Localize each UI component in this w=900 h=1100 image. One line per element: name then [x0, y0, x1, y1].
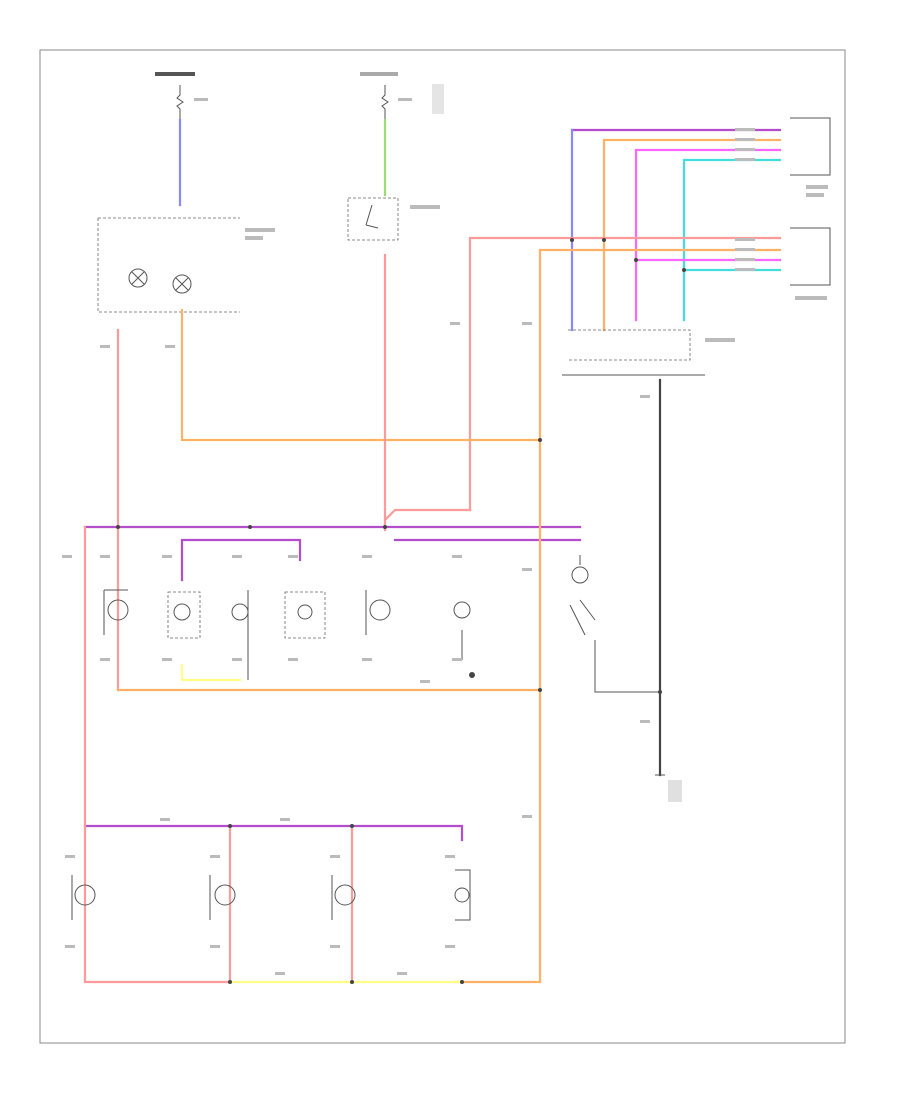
diagram-frame — [39, 49, 846, 1044]
wire-orange-top-right — [602, 138, 782, 332]
fuse-hot-in-run — [155, 72, 208, 119]
ground-dot — [469, 672, 475, 678]
wire-pink-lower-drops — [228, 824, 354, 984]
wire-pink-left-trunk — [83, 525, 232, 984]
mirror-switch — [331, 875, 356, 920]
wire-purple-lower-bus — [83, 824, 464, 842]
combination-switch — [790, 227, 831, 300]
junction-dots — [116, 238, 686, 984]
rear-fog-switch — [209, 875, 236, 920]
wire-purple-drop-a — [180, 538, 302, 582]
wire-pink-right-bus — [383, 508, 472, 522]
glove-box-switch — [569, 599, 660, 693]
ashtray-lamp — [284, 591, 326, 639]
wire-cyan-top-right — [682, 158, 782, 322]
lighting-switch — [347, 197, 440, 241]
wire-orange-cluster — [180, 308, 542, 442]
radio — [167, 591, 201, 639]
wire-pink-right — [468, 236, 782, 512]
fuse-hot-all-times — [360, 72, 444, 119]
cigarette-lighter — [231, 590, 249, 680]
cruise-control-switch — [454, 869, 471, 921]
wire-orange-vertical — [453, 438, 542, 984]
tiny-wire-labels — [62, 128, 755, 975]
wire-yellow-bus-mid — [180, 663, 242, 682]
hazard-switch — [365, 590, 391, 635]
clock-lighting — [172, 274, 192, 294]
instrument-cluster — [97, 217, 275, 313]
clock-lamp — [128, 268, 148, 288]
headlamp-aiming-switch — [71, 875, 96, 920]
glove-box-lamp — [453, 601, 471, 660]
rear-window-defogger-switch — [103, 589, 129, 635]
heater-control-panel — [790, 117, 831, 197]
wire-magenta-top-right — [634, 148, 782, 322]
a-t-indicator — [571, 555, 589, 584]
illumination-control-switch — [562, 329, 735, 376]
ground — [655, 774, 682, 802]
